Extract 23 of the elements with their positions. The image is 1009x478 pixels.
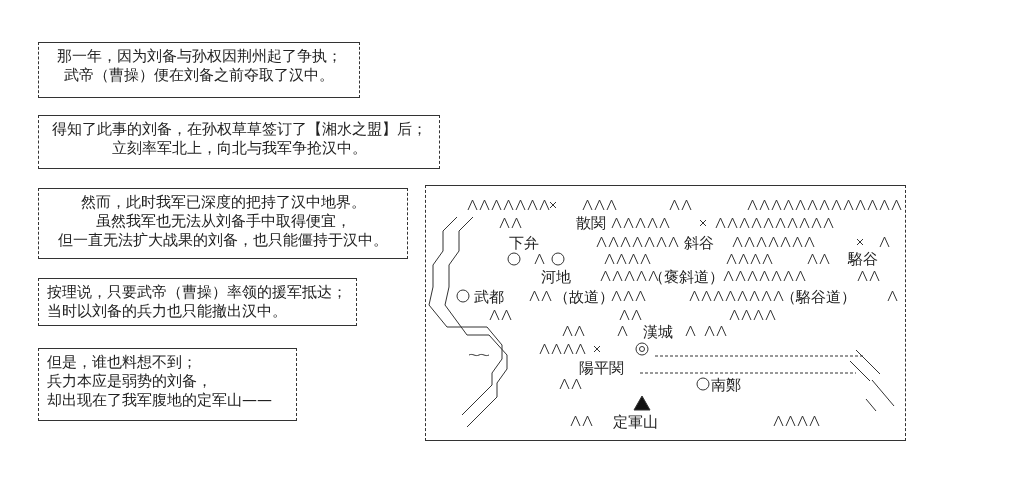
text-box [38,42,360,98]
place-name: 河地 [541,268,571,286]
place-name: 南鄭 [711,376,741,394]
text-box [38,348,297,421]
narration-text: 得知了此事的刘备，在孙权草草签订了【湘水之盟】后；立刻率军北上，向北与我军争抢汉中。 [50,120,428,158]
narration-text: 按理说，只要武帝（曹操）率领的援军抵达；当时以刘备的兵力也只能撤出汉中。 [47,283,348,321]
place-name: 定軍山 [613,413,658,431]
place-name: 下弁 [509,234,539,252]
text-box [38,188,408,259]
place-name: （褒斜道） [649,268,724,286]
narration-text: 那一年，因为刘备与孙权因荆州起了争执；武帝（曹操）便在刘备之前夺取了汉中。 [55,47,343,85]
place-name: 散関 [576,214,606,232]
narration-text: 但是，谁也料想不到；兵力本应是弱势的刘备，却出现在了我军腹地的定军山—— [47,353,273,410]
place-name: 漢城 [643,323,673,341]
text-box [38,115,440,169]
narration-text: 然而，此时我军已深度的把持了汉中地界。虽然我军也无法从刘备手中取得便宜，但一直无法扩大战果的刘备，也只能僵持于汉中。 [57,193,389,250]
text-box [38,278,357,326]
place-name: 陽平関 [579,359,624,377]
place-name: 武都 [474,288,504,306]
place-name: （故道） [554,288,614,306]
place-name: 駱谷 [848,250,878,268]
place-name: （駱谷道） [781,288,856,306]
place-name: 斜谷 [684,234,714,252]
